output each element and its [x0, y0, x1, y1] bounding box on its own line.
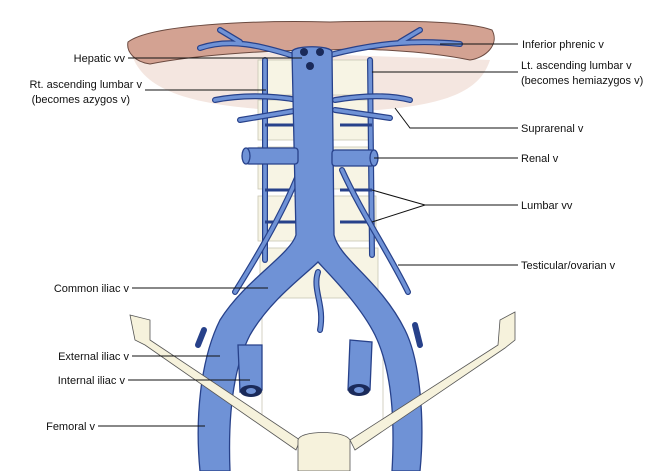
label-common-iliac: Common iliac v [54, 283, 130, 295]
leader-lines [98, 43, 518, 427]
pelvis [129, 311, 516, 471]
label-testicular-ovarian: Testicular/ovarian v [521, 260, 616, 272]
label-femoral: Femoral v [46, 421, 95, 433]
label-lumbar-vv: Lumbar vv [521, 200, 573, 212]
label-internal-iliac: Internal iliac v [58, 375, 126, 387]
label-rt-ascending-lumbar: Rt. ascending lumbar v [30, 79, 143, 91]
label-suprarenal: Suprarenal v [521, 123, 584, 135]
label-inferior-phrenic: Inferior phrenic v [522, 39, 604, 51]
label-lt-ascending-lumbar-note: (becomes hemiazygos v) [521, 75, 643, 87]
hepatic-vein-openings [300, 48, 324, 70]
phrenic-branches [197, 27, 463, 123]
label-lt-ascending-lumbar: Lt. ascending lumbar v [521, 60, 632, 72]
label-rt-ascending-lumbar-note: (becomes azygos v) [32, 94, 130, 106]
label-renal: Renal v [521, 153, 559, 165]
label-hepatic-vv: Hepatic vv [74, 53, 126, 65]
label-external-iliac: External iliac v [58, 351, 129, 363]
